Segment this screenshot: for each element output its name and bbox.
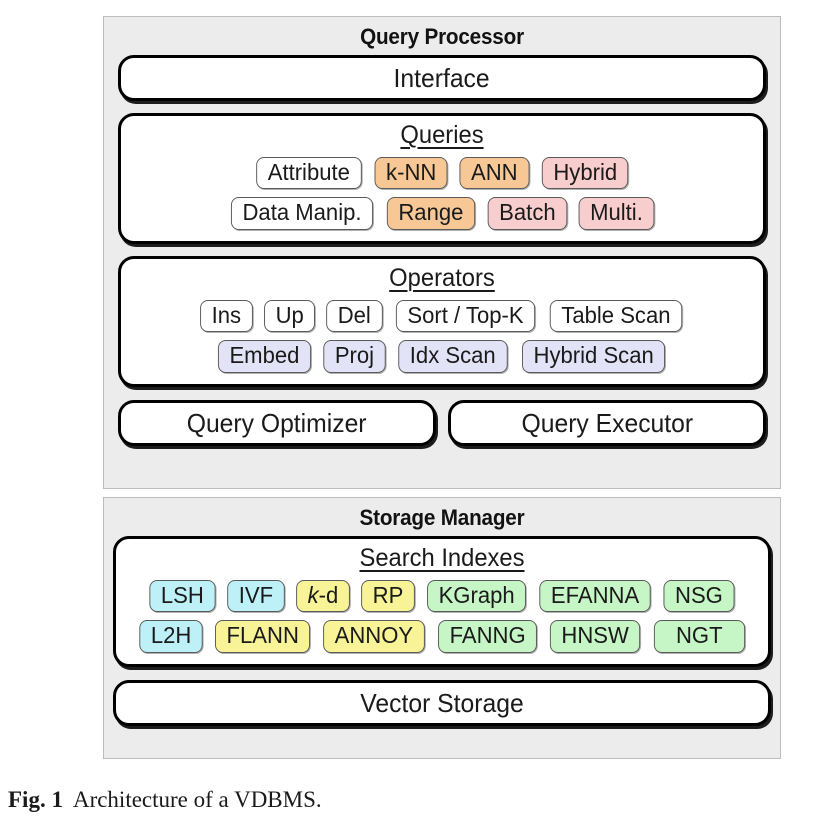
pill-index-nsg[interactable]: NSG: [663, 580, 735, 613]
pill-query-data-manip[interactable]: Data Manip.: [230, 197, 373, 230]
pill-index-lsh[interactable]: LSH: [149, 580, 216, 613]
box-query-executor-label: Query Executor: [521, 407, 693, 438]
operators-row-2: Embed Proj Idx Scan Hybrid Scan: [121, 340, 763, 373]
box-vector-storage-label: Vector Storage: [360, 687, 524, 718]
pill-operator-up[interactable]: Up: [264, 299, 316, 333]
pill-index-flann[interactable]: FLANN: [214, 620, 311, 653]
box-query-optimizer-label: Query Optimizer: [187, 407, 367, 438]
panel-query-processor: Query Processor Interface Queries Attrib…: [103, 16, 781, 489]
pill-query-attribute[interactable]: Attribute: [256, 157, 362, 190]
pill-index-k-d[interactable]: k-d: [295, 580, 350, 613]
box-vector-storage[interactable]: Vector Storage: [113, 679, 771, 726]
pill-query-k-nn[interactable]: k-NN: [374, 157, 448, 190]
pill-operator-hybrid-scan[interactable]: Hybrid Scan: [521, 340, 665, 373]
pill-query-range[interactable]: Range: [386, 197, 475, 230]
pill-index-ivf[interactable]: IVF: [227, 580, 285, 613]
box-interface-label: Interface: [393, 63, 491, 93]
section-heading-search-indexes: Search Indexes: [359, 544, 525, 572]
queries-row-2: Data Manip. Range Batch Multi.: [121, 197, 763, 230]
pill-query-hybrid[interactable]: Hybrid: [541, 157, 629, 190]
pill-query-ann[interactable]: ANN: [459, 157, 530, 190]
pill-operator-idx-scan[interactable]: Idx Scan: [398, 340, 508, 373]
pill-operator-ins[interactable]: Ins: [200, 299, 253, 333]
pill-index-l2h[interactable]: L2H: [139, 620, 203, 653]
pill-index-rp[interactable]: RP: [360, 580, 415, 613]
box-query-optimizer[interactable]: Query Optimizer: [118, 399, 436, 446]
pill-index-ngt[interactable]: NGT: [653, 620, 745, 653]
queries-row-1: Attribute k-NN ANN Hybrid: [121, 157, 763, 190]
pill-operator-table-scan[interactable]: Table Scan: [549, 299, 682, 333]
pill-index-annoy[interactable]: ANNOY: [323, 620, 426, 653]
pill-italic-prefix: k: [307, 582, 319, 608]
operators-row-1: Ins Up Del Sort / Top-K Table Scan: [121, 299, 763, 333]
pill-operator-embed[interactable]: Embed: [218, 340, 312, 373]
pill-operator-del[interactable]: Del: [326, 299, 383, 333]
panel-title-storage-manager: Storage Manager: [359, 505, 525, 530]
row-optimizer-executor: Query Optimizer Query Executor: [104, 399, 780, 446]
figure-caption-label: Fig. 1: [8, 787, 63, 812]
pill-query-multi[interactable]: Multi.: [578, 197, 655, 230]
box-query-executor[interactable]: Query Executor: [448, 399, 766, 446]
pill-index-efanna[interactable]: EFANNA: [539, 580, 651, 613]
search-indexes-row-1: LSH IVF k-d RP KGraph EFANNA NSG: [116, 580, 768, 613]
pill-query-batch[interactable]: Batch: [487, 197, 567, 230]
search-indexes-row-2: L2H FLANN ANNOY FANNG HNSW NGT: [116, 620, 768, 653]
pill-index-kgraph[interactable]: KGraph: [426, 580, 526, 613]
section-heading-queries: Queries: [400, 121, 484, 149]
pill-operator-proj[interactable]: Proj: [323, 340, 386, 373]
figure-caption: Fig. 1 Architecture of a VDBMS.: [8, 787, 322, 813]
figure-caption-text: Architecture of a VDBMS.: [72, 787, 322, 812]
panel-storage-manager: Storage Manager Search Indexes LSH IVF k-d…: [103, 497, 781, 759]
pill-index-fanng[interactable]: FANNG: [438, 620, 538, 653]
box-interface[interactable]: Interface: [118, 55, 766, 101]
pill-operator-sort-top-k[interactable]: Sort / Top-K: [395, 299, 536, 333]
box-operators: Operators Ins Up Del Sort / Top-K Table Scan…: [118, 255, 766, 387]
box-search-indexes: Search Indexes LSH IVF k-d RP KGraph EFANNA NS…: [113, 536, 771, 667]
box-queries: Queries Attribute k-NN ANN Hybrid Data Mani…: [118, 113, 766, 244]
pill-index-hnsw[interactable]: HNSW: [550, 620, 641, 653]
section-heading-operators: Operators: [389, 263, 495, 292]
panel-title-query-processor: Query Processor: [360, 24, 524, 49]
